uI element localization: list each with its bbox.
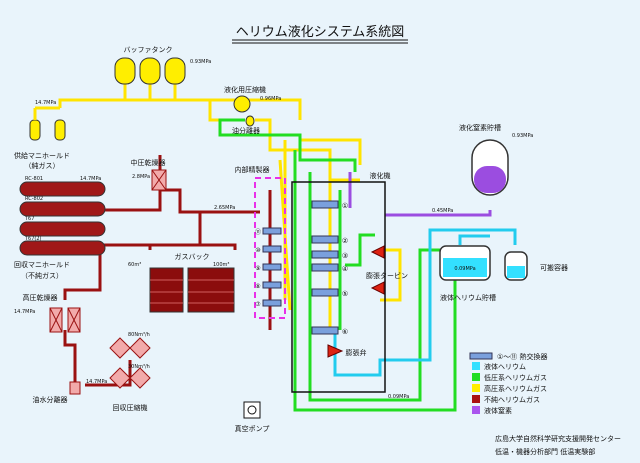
oil-water-separator-label: 油水分離器: [33, 395, 68, 404]
purifier-hx-8: ⑧: [255, 283, 260, 290]
flow-80: 80Nm³/h: [128, 332, 150, 338]
recovery-manifold-sublabel: （不純ガス）: [21, 271, 63, 280]
mid-dryer-label: 中圧乾燥器: [131, 158, 166, 167]
internal-purifier-label: 内部精製器: [235, 165, 270, 174]
internal-purifier-box: [254, 177, 286, 319]
footer-line1: 広島大学自然科学研究支援開発センター: [495, 434, 621, 443]
cylinder-rc801: RC-801: [25, 176, 43, 182]
recovery-pressure: 14.7MPa: [80, 176, 101, 182]
supply-manifold: [29, 106, 66, 141]
liquid-helium-lines: [333, 228, 517, 377]
lhe-pressure-inner: 0.09MPa: [454, 266, 475, 272]
oil-water-pressure: 14.7MPa: [86, 379, 107, 385]
hx-1: ①: [342, 202, 348, 210]
liquefier-exchangers: [311, 200, 339, 335]
expansion-valve: [327, 344, 344, 358]
liquefaction-compressor: [233, 95, 251, 113]
oil-water-separator: [69, 381, 81, 395]
pressure-2-65: 2.65MPa: [214, 205, 235, 211]
liquefaction-compressor-label: 液化用圧縮機: [224, 85, 266, 94]
mid-dryer-pressure: 2.8MPa: [132, 174, 150, 180]
liquid-nitrogen-lines: [348, 172, 492, 217]
pressure-0-45: 0.45MPa: [432, 208, 453, 214]
supply-manifold-sublabel: （純ガス）: [25, 161, 60, 170]
cylinder-t67: T67: [24, 216, 34, 222]
ln2-tank-label: 液化窒素貯槽: [459, 123, 501, 132]
buffer-pressure: 0.93MPa: [190, 59, 211, 65]
hx-6: ⑥: [342, 328, 348, 336]
diagram-title: ヘリウム液化システム系統図: [236, 25, 405, 40]
hx-3: ③: [342, 252, 348, 260]
supply-pressure: 14.7MPa: [35, 100, 56, 106]
flow-30: 30Nm³/h: [128, 364, 150, 370]
buffer-tanks: [114, 57, 186, 85]
purifier-exchangers: [262, 227, 282, 307]
hx-4: ④: [342, 265, 348, 273]
legend-swatch: [472, 373, 480, 381]
recovery-manifold-label: 回収マニホールド: [14, 261, 70, 269]
pressure-0-09: 0.09MPa: [388, 394, 409, 400]
liquefier-box: [291, 181, 386, 393]
cylinder-rc802: RC-802: [25, 196, 43, 202]
legend-swatch: [472, 395, 480, 403]
compressor-pressure: 0.96MPa: [260, 96, 281, 102]
gas-bag-100-label: 100m³: [213, 262, 229, 268]
vacuum-pump: [243, 401, 261, 419]
purifier-hx-11: ⑪: [255, 228, 261, 236]
legend-item-label: 液体窒素: [484, 406, 512, 415]
legend: ①～⑪ 熱交換器 液体ヘリウム低圧系ヘリウムガス高圧系ヘリウムガス不純ヘリウムガ…: [469, 352, 548, 415]
purifier-hx-9: ⑨: [255, 265, 260, 272]
legend-swatch: [472, 384, 480, 392]
gas-bag-60-label: 60m³: [128, 262, 141, 268]
oil-separator-label: 油分離器: [232, 126, 260, 135]
hp-dryer-label: 高圧乾燥器: [23, 293, 58, 302]
legend-item-label: 高圧系ヘリウムガス: [484, 384, 547, 393]
hp-dryer-pressure: 14.7MPa: [14, 309, 35, 315]
legend-item-label: 低圧系ヘリウムガス: [484, 373, 547, 382]
vacuum-pump-label: 真空ポンプ: [235, 424, 270, 433]
hx-5: ⑤: [342, 290, 348, 298]
gas-bag-100: [187, 267, 235, 313]
portable-container-label: 可搬容器: [540, 263, 568, 272]
legend-swatch: [472, 362, 480, 370]
cylinder-t67-2: T67(2): [24, 236, 42, 242]
legend-hx-label: ①～⑪ 熱交換器: [497, 352, 548, 361]
legend-item-label: 不純ヘリウムガス: [484, 395, 540, 404]
liquefier-label: 液化機: [370, 171, 391, 180]
oil-separator: [245, 115, 255, 127]
legend-swatch: [472, 406, 480, 414]
gas-bag-60: [149, 267, 184, 313]
recovery-compressor: [109, 337, 151, 389]
high-pressure-dryers: [49, 307, 81, 333]
expansion-valve-label: 膨張弁: [346, 348, 367, 357]
hx-2: ②: [342, 237, 348, 245]
recovery-cylinders: [19, 181, 106, 256]
ln2-pressure: 0.93MPa: [512, 133, 533, 139]
expansion-turbine: [370, 245, 385, 295]
low-pressure-lines: [218, 118, 457, 412]
buffer-tank-label: バッファタンク: [124, 45, 173, 54]
gas-bag-label: ガスバック: [175, 252, 210, 261]
impure-gas-lines: [63, 155, 272, 387]
recovery-compressor-label: 回収圧縮機: [113, 403, 148, 412]
legend-item-label: 液体ヘリウム: [484, 362, 526, 371]
purifier-hx-7: ⑦: [255, 301, 261, 308]
lhe-tank-label: 液体ヘリウム貯槽: [440, 293, 496, 302]
supply-manifold-label: 供給マニホールド: [14, 151, 70, 160]
purifier-hx-10: ⑩: [255, 247, 260, 254]
expansion-turbine-label: 膨張タービン: [366, 271, 408, 280]
footer-line2: 低温・機器分析部門 低温実験部: [495, 447, 595, 456]
